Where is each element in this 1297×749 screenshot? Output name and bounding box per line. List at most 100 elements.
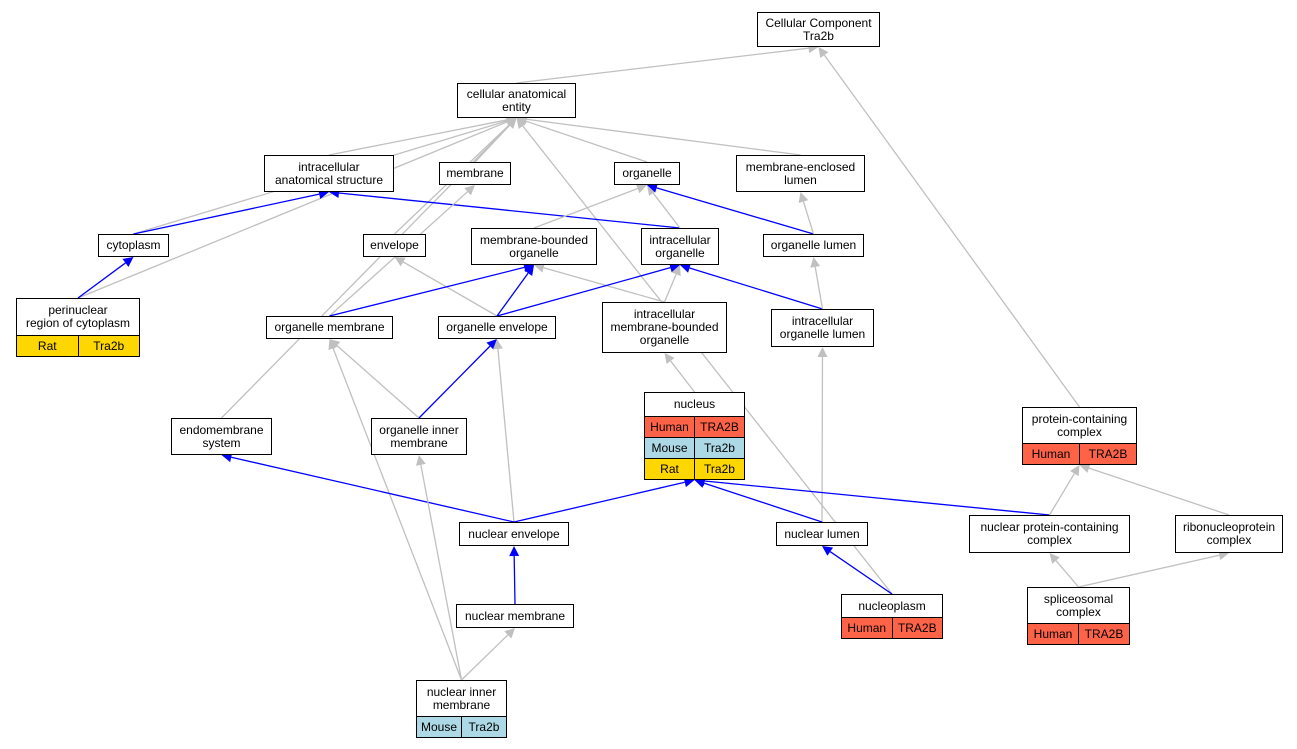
node-nuclear-envelope[interactable]: nuclear envelope (459, 522, 569, 546)
arrowhead (671, 265, 681, 277)
node-label: membrane-bounded organelle (479, 232, 589, 260)
node-nuclear-membrane[interactable]: nuclear membrane (456, 604, 574, 628)
node-label: nuclear protein-containing complex (980, 520, 1119, 547)
arrowhead (798, 192, 809, 204)
edge-membrane_bounded_organelle-to-organelle (533, 187, 638, 229)
node-nucleoplasm[interactable]: nucleoplasm Human TRA2B (841, 594, 943, 639)
node-organelle-inner-membrane[interactable]: organelle inner membrane (371, 418, 467, 455)
edge-nucleus-to-intracellular_mbo (670, 360, 696, 393)
edge-organelle-to-cellular_anatomical_entity (525, 120, 648, 163)
node-label: organelle lumen (770, 238, 857, 252)
node-envelope[interactable]: envelope (363, 234, 426, 257)
edge-intracellular_organelle_lumen-to-intracellular_organelle (689, 267, 823, 310)
gene-symbol: TRA2B (891, 618, 943, 638)
gene-symbol: TRA2B (1079, 444, 1136, 464)
edge-ribonucleoprotein_complex-to-protein_containing_complex (1088, 467, 1230, 516)
gene-symbol: TRA2B (694, 417, 744, 437)
edge-organelle_inner_membrane-to-organelle_membrane (336, 345, 420, 419)
edge-perinuclear_region-to-cellular_anatomical_entity (77, 121, 508, 299)
edge-protein_containing_complex-to-cellular_component (823, 54, 1081, 408)
node-label: nuclear inner membrane (426, 684, 497, 712)
edge-nuclear_lumen-to-nucleus (703, 482, 823, 523)
node-label: cytoplasm (106, 238, 161, 252)
node-label: cellular anatomical entity (466, 86, 567, 114)
species-name: Rat (660, 462, 679, 476)
edge-intracellular_anatomical_structure-to-cellular_anatomical_entity (328, 119, 507, 156)
arrowhead (492, 339, 503, 350)
edge-nuclear_inner_membrane-to-nuclear_membrane (461, 634, 509, 681)
gene-symbol: Tra2b (77, 336, 140, 356)
arrowhead (394, 257, 406, 267)
edge-perinuclear_region-to-cytoplasm (77, 262, 126, 299)
edge-organelle_envelope-to-membrane_bounded_organelle (496, 272, 529, 317)
edge-membrane_enclosed_lumen-to-cellular_anatomical_entity (526, 118, 801, 156)
node-label: organelle membrane (274, 320, 385, 334)
node-intracellular-organelle[interactable]: intracellular organelle (641, 228, 719, 265)
edge-cytoplasm-to-intracellular_anatomical_structure (133, 193, 320, 235)
node-nuclear-protein-containing-complex[interactable]: nuclear protein-containing complex (969, 515, 1130, 553)
node-label: perinuclear region of cytoplasm (25, 303, 131, 330)
edge-organelle_lumen-to-organelle (656, 187, 814, 235)
node-cytoplasm[interactable]: cytoplasm (98, 234, 169, 257)
arrowhead (818, 47, 829, 59)
species-name: Human (1033, 627, 1073, 641)
node-organelle-lumen[interactable]: organelle lumen (763, 234, 864, 257)
arrowhead (122, 257, 134, 267)
node-label: membrane-enclosed lumen (745, 159, 856, 187)
arrowhead (822, 546, 834, 556)
edge-organelle_envelope-to-envelope (402, 261, 498, 317)
node-organelle-envelope[interactable]: organelle envelope (438, 316, 556, 339)
node-intracellular-anatomical-structure[interactable]: intracellular anatomical structure (264, 155, 394, 192)
arrowhead (504, 628, 515, 639)
edge-intracellular_organelle-to-organelle (652, 192, 681, 229)
edge-cellular_anatomical_entity-to-cellular_component (516, 47, 809, 84)
edge-organelle_inner_membrane-to-organelle_envelope (418, 345, 491, 419)
node-nuclear-lumen[interactable]: nuclear lumen (776, 522, 868, 546)
node-label: spliceosomal complex (1043, 591, 1114, 619)
node-ribonucleoprotein-complex[interactable]: ribonucleoprotein complex (1175, 515, 1283, 553)
node-organelle[interactable]: organelle (614, 162, 680, 185)
edge-nuclear_protein_containing_complex-to-protein_containing_complex (1048, 473, 1075, 516)
arrowhead (680, 263, 692, 273)
species-name: Human (1031, 447, 1071, 461)
edge-nuclear_protein_containing_complex-to-nucleus (704, 480, 1050, 516)
node-label: nucleoplasm (858, 598, 926, 613)
node-intracellular-organelle-lumen[interactable]: intracellular organelle lumen (771, 309, 874, 347)
node-organelle-membrane[interactable]: organelle membrane (266, 316, 393, 339)
node-endomembrane-system[interactable]: endomembrane system (171, 418, 272, 455)
species-row: Rat Tra2b (645, 458, 744, 479)
arrowhead (1070, 465, 1080, 477)
node-membrane[interactable]: membrane (439, 162, 511, 185)
arrowhead (647, 183, 659, 193)
node-label: organelle envelope (446, 320, 548, 334)
gene-symbol: Tra2b (694, 459, 744, 479)
edge-nuclear_envelope-to-nucleus (513, 481, 685, 523)
node-label: nucleus (673, 397, 716, 411)
arrowhead (505, 118, 517, 129)
edge-organelle_envelope-to-intracellular_organelle (496, 267, 671, 317)
node-intracellular-membrane-bounded-organelle[interactable]: intracellular membrane-bounded organelle (602, 302, 727, 353)
node-label: intracellular organelle (649, 232, 711, 260)
species-name: Human (847, 621, 887, 635)
node-membrane-enclosed-lumen[interactable]: membrane-enclosed lumen (736, 155, 865, 192)
arrowhead (534, 262, 545, 273)
species-row: Human TRA2B (842, 617, 942, 638)
edge-intracellular_organelle-to-intracellular_anatomical_structure (338, 192, 681, 229)
node-label: organelle inner membrane (379, 422, 459, 450)
node-cellular-component[interactable]: Cellular Component Tra2b (757, 12, 880, 47)
arrowhead (810, 257, 821, 268)
node-membrane-bounded-organelle[interactable]: membrane-bounded organelle (471, 228, 597, 265)
edge-intracellular_mbo-to-intracellular_organelle (663, 273, 677, 303)
arrowhead (509, 546, 520, 557)
node-cellular-anatomical-entity[interactable]: cellular anatomical entity (457, 83, 576, 118)
arrowhead (524, 265, 534, 277)
node-label: intracellular membrane-bounded organelle (610, 307, 719, 347)
edge-intracellular_organelle_lumen-to-organelle_lumen (814, 266, 824, 310)
